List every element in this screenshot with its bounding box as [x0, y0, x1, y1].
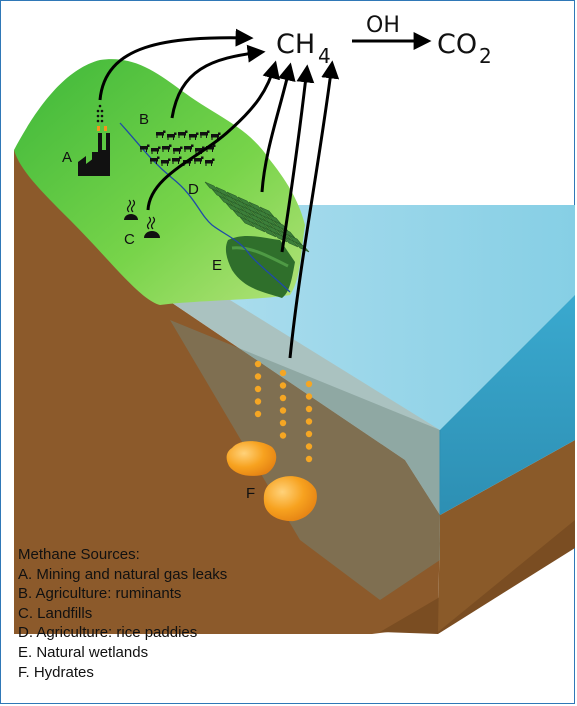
legend-item-d: D. Agriculture: rice paddies — [18, 624, 198, 642]
hydrate-deposit-1 — [226, 441, 277, 476]
methane-formula: CH — [276, 29, 315, 60]
label-source-d: D — [188, 181, 199, 198]
methane-sources-legend: Methane Sources: A. Mining and natural g… — [18, 545, 227, 682]
label-source-a: A — [62, 149, 72, 166]
legend-item-c: C. Landfills — [18, 604, 93, 622]
methane-bubble — [254, 398, 262, 405]
methane-bubble — [305, 430, 313, 438]
cow-icon — [189, 132, 199, 140]
methane-bubble — [279, 369, 287, 377]
rice-paddy-cell — [239, 216, 255, 228]
label-source-b: B — [139, 111, 149, 128]
cow-icon — [161, 158, 171, 166]
methane-bubble — [279, 407, 287, 414]
methane-bubble — [305, 405, 313, 413]
carbon-dioxide-formula: CO — [437, 29, 477, 60]
rice-paddy-cell — [250, 221, 266, 233]
cow-icon — [205, 158, 215, 166]
methane-bubble — [305, 418, 313, 425]
cow-icon — [172, 156, 182, 164]
methane-bubble — [254, 360, 262, 368]
rice-paddy-cell — [283, 236, 299, 248]
label-source-e: E — [212, 257, 222, 274]
label-source-f: F — [246, 485, 255, 502]
cow-icon — [194, 156, 204, 164]
seabed-shadow — [170, 320, 440, 600]
cow-icon — [206, 144, 216, 152]
wetland-highlight — [231, 246, 289, 268]
ocean-front-face — [440, 295, 575, 515]
hydroxyl-reagent: OH — [366, 13, 400, 38]
legend-item-e: E. Natural wetlands — [18, 643, 149, 661]
cow-icon — [178, 130, 188, 138]
methane-bubble — [305, 393, 313, 400]
methane-bubble — [305, 443, 313, 450]
methane-bubble — [305, 455, 313, 463]
methane-bubble — [279, 419, 287, 427]
methane-bubble — [254, 385, 262, 393]
factory-icon — [78, 104, 110, 176]
legend-item-f: F. Hydrates — [18, 663, 94, 681]
cow-icon — [173, 146, 183, 154]
cow-icon — [167, 132, 177, 140]
wetland-area — [225, 235, 295, 298]
cow-icon — [150, 156, 160, 164]
methane-bubbles — [254, 360, 313, 463]
methane-bubble — [279, 432, 287, 439]
legend-item-b: B. Agriculture: ruminants — [18, 585, 182, 603]
legend-item-a: A. Mining and natural gas leaks — [18, 565, 228, 583]
methane-bubble — [279, 382, 287, 389]
cow-icon — [156, 130, 166, 138]
label-source-c: C — [124, 231, 135, 248]
landfill-icon — [124, 199, 160, 238]
cow-icon — [200, 130, 210, 138]
rice-paddy-cell — [261, 226, 277, 238]
legend-title: Methane Sources: — [18, 546, 140, 563]
soil-right-face — [438, 440, 575, 632]
carbon-dioxide-subscript: 2 — [479, 44, 492, 68]
methane-flux-arrows — [98, 28, 432, 359]
methane-bubble — [305, 380, 313, 388]
cow-icon — [184, 144, 194, 152]
methane-bubble — [254, 373, 262, 380]
cow-icon — [162, 144, 172, 152]
ocean-surface — [230, 205, 575, 430]
methane-bubble — [254, 410, 262, 418]
hydrate-deposit-2 — [263, 476, 317, 522]
methane-bubble — [279, 394, 287, 402]
methane-subscript: 4 — [318, 44, 331, 68]
cow-icon — [140, 144, 150, 152]
cow-icon — [151, 146, 161, 154]
